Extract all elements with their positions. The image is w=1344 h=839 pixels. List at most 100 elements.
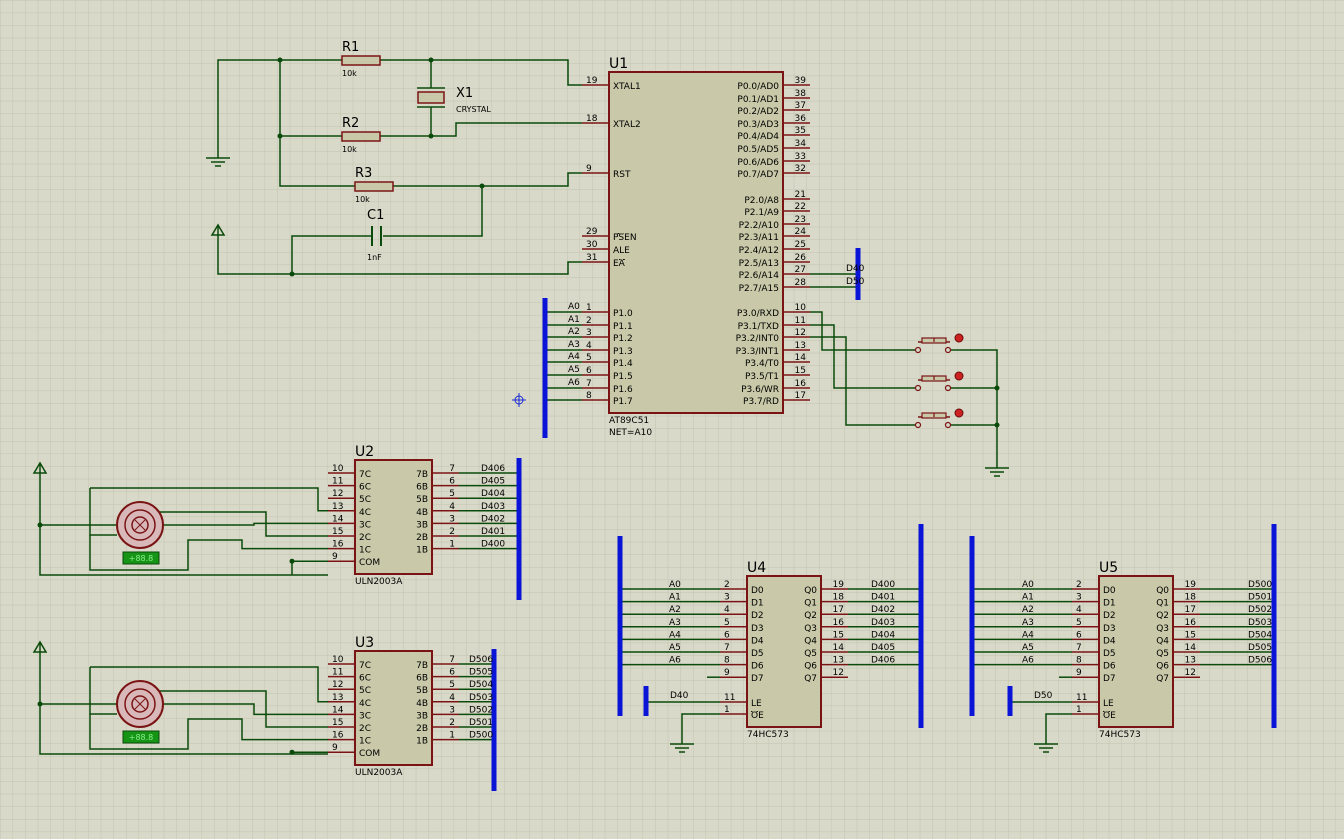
pin-name: COM: [359, 558, 380, 568]
net-label-d506: D506: [1248, 656, 1272, 666]
pin-number: 9: [724, 668, 730, 678]
u1-at89c51-chip[interactable]: U1AT89C51NET=A1019XTAL118XTAL29RST29PSEN…: [582, 56, 810, 438]
pin-number: 33: [795, 152, 806, 162]
pin-number: 4: [449, 693, 455, 703]
pin-number: 1: [724, 705, 730, 715]
pin-name: P0.3/AD3: [737, 120, 779, 130]
u2-uln2003a-chip-ref: U2: [355, 444, 374, 460]
pin-number: 19: [586, 76, 598, 86]
pin-number: 14: [1185, 643, 1197, 653]
pin-name: D0: [751, 586, 764, 596]
wire: [89, 535, 328, 571]
net-label-a3: A3: [669, 618, 681, 628]
pin-number: 10: [332, 464, 344, 474]
u1-at89c51-chip-net: NET=A10: [609, 428, 652, 438]
net-label-d406: D406: [481, 464, 505, 474]
pin-name: LE: [1103, 699, 1114, 709]
u4-74hc573-chip[interactable]: U474HC5732D03D14D25D36D47D58D69D711LE1OE…: [720, 560, 848, 740]
push-button-3[interactable]: [914, 408, 964, 429]
motor-mark: [134, 698, 146, 710]
pin-name: 5B: [416, 495, 428, 505]
stepper-motor-icon[interactable]: +88.8: [116, 501, 164, 565]
pin-name: 7B: [416, 661, 428, 671]
pin-number: 6: [1076, 630, 1082, 640]
stepper-motor-icon[interactable]: +88.8: [116, 680, 164, 744]
pin-name: Q6: [1156, 662, 1169, 672]
pin-number: 3: [1076, 593, 1082, 603]
pin-name: P0.4/AD4: [737, 132, 779, 142]
net-label-d400: D400: [871, 580, 895, 590]
pin-number: 19: [833, 580, 845, 590]
net-label-a1: A1: [568, 315, 580, 325]
pin-name: 7C: [359, 661, 371, 671]
net-label-a1: A1: [1022, 593, 1034, 603]
net-label-d400: D400: [481, 540, 505, 550]
ground-icon: [985, 460, 1009, 477]
net-label-a0: A0: [669, 580, 681, 590]
pin-name: 5C: [359, 495, 371, 505]
pin-name: Q4: [1156, 636, 1169, 646]
pin-number: 2: [449, 718, 455, 728]
pin-number: 5: [1076, 618, 1082, 628]
pin-name: D6: [1103, 662, 1116, 672]
pin-name: 5C: [359, 686, 371, 696]
pin-number: 1: [449, 731, 455, 741]
net-label-d503: D503: [1248, 618, 1272, 628]
pin-name: Q4: [804, 636, 817, 646]
push-button-1[interactable]: [914, 333, 964, 354]
pin-name: Q5: [1156, 649, 1169, 659]
pin-number: 29: [586, 227, 598, 237]
pin-name: 7B: [416, 470, 428, 480]
pin-name: P1.1: [613, 322, 633, 332]
pin-number: 5: [724, 618, 730, 628]
pin-number: 11: [795, 316, 806, 326]
net-label-d501: D501: [1248, 593, 1272, 603]
u3-uln2003a-chip-body[interactable]: [354, 650, 433, 766]
pin-number: 1: [449, 540, 455, 550]
pin-name: RST: [613, 170, 631, 180]
pin-number: 14: [332, 514, 344, 524]
pin-number: 3: [449, 705, 455, 715]
pin-name: Q3: [804, 624, 817, 634]
u4-74hc573-chip-body[interactable]: [746, 575, 822, 728]
pin-name: D3: [1103, 624, 1116, 634]
pin-name: 4C: [359, 699, 371, 709]
pin-name: PSEN: [613, 233, 637, 243]
wire: [217, 239, 582, 275]
pin-number: 2: [586, 316, 592, 326]
pin-name: D1: [1103, 599, 1116, 609]
power-terminal-icon: [210, 223, 226, 239]
net-label-d403: D403: [871, 618, 895, 628]
net-label-d405: D405: [871, 643, 895, 653]
pin-number: 13: [795, 341, 806, 351]
pin-name: P1.5: [613, 372, 633, 382]
pin-number: 14: [332, 705, 344, 715]
u5-74hc573-chip-body[interactable]: [1098, 575, 1174, 728]
u1-at89c51-chip-body[interactable]: [608, 71, 784, 414]
pin-number: 11: [724, 693, 735, 703]
pin-number: 28: [795, 278, 807, 288]
net-label-a4: A4: [568, 352, 580, 362]
pin-name: P1.3: [613, 347, 633, 357]
motor-display-value: +88.8: [129, 554, 154, 563]
pin-name: P2.5/A13: [739, 259, 779, 269]
u3-uln2003a-chip[interactable]: U3ULN2003A107C116C125C134C143C152C161C9C…: [328, 635, 459, 778]
pin-number: 4: [724, 605, 730, 615]
pin-name: 3B: [416, 711, 428, 721]
u2-uln2003a-chip[interactable]: U2ULN2003A107C116C125C134C143C152C161C9C…: [328, 444, 459, 587]
pin-number: 16: [332, 731, 344, 741]
push-button-2[interactable]: [914, 371, 964, 392]
u5-74hc573-chip[interactable]: U574HC5732D03D14D25D36D47D58D69D711LE1OE…: [1072, 560, 1200, 740]
u2-uln2003a-chip-body[interactable]: [354, 459, 433, 575]
pin-number: 2: [449, 527, 455, 537]
junction-dot: [994, 422, 1000, 428]
parts-layer[interactable]: U1AT89C51NET=A1019XTAL118XTAL29RST29PSEN…: [116, 40, 1200, 778]
net-label-d404: D404: [481, 489, 505, 499]
net-label-d405: D405: [481, 477, 505, 487]
